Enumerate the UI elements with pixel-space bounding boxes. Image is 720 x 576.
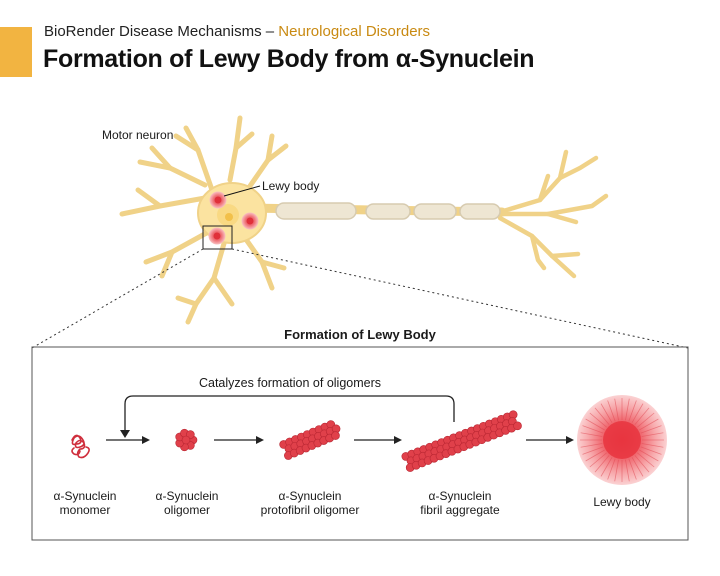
stage-caption-protofibril: α-Synuclein protofibril oligomer bbox=[245, 489, 375, 517]
page-title: Formation of Lewy Body from α-Synuclein bbox=[43, 45, 535, 73]
stage-caption-line1: α-Synuclein bbox=[278, 489, 342, 503]
catalyze-label: Catalyzes formation of oligomers bbox=[198, 376, 382, 390]
zoom-box bbox=[202, 225, 233, 250]
stage-caption-line2: oligomer bbox=[163, 503, 211, 517]
lewy-body-label: Lewy body bbox=[262, 179, 320, 193]
axon-terminals bbox=[497, 149, 609, 279]
stage-caption-monomer: α-Synuclein monomer bbox=[30, 489, 140, 517]
stage-caption-oligomer: α-Synuclein oligomer bbox=[132, 489, 242, 517]
catalyze-arrow bbox=[124, 395, 455, 432]
header-source: BioRender Disease Mechanisms – Neurologi… bbox=[44, 23, 430, 40]
mechanism-panel bbox=[31, 346, 689, 541]
motor-neuron bbox=[119, 115, 609, 325]
stage-caption-line2: monomer bbox=[59, 503, 111, 517]
stage-caption-line1: α-Synuclein bbox=[53, 489, 117, 503]
oligomer-glyph bbox=[175, 428, 198, 452]
stage-caption-line1: Lewy body bbox=[593, 495, 651, 509]
myelin-sheaths bbox=[275, 202, 501, 220]
lewy-pointer-line bbox=[223, 185, 261, 197]
nucleolus bbox=[225, 213, 233, 221]
fibril-aggregate-glyph bbox=[401, 410, 522, 472]
stage-caption-line2: protofibril oligomer bbox=[260, 503, 360, 517]
accent-bar bbox=[0, 27, 32, 77]
source-label: BioRender Disease Mechanisms bbox=[44, 23, 262, 40]
stage-caption-line2: fibril aggregate bbox=[420, 503, 500, 517]
panel-title: Formation of Lewy Body bbox=[284, 327, 436, 342]
flow-arrowheads bbox=[142, 436, 574, 444]
catalyze-arrowhead bbox=[120, 430, 130, 438]
category-label: Neurological Disorders bbox=[278, 23, 431, 40]
protofibril-glyph bbox=[279, 420, 341, 460]
neuron-label: Motor neuron bbox=[102, 128, 174, 142]
monomer-glyph bbox=[71, 434, 90, 459]
stage-caption-fibril: α-Synuclein fibril aggregate bbox=[400, 489, 520, 517]
separator: – bbox=[265, 23, 275, 40]
lewy-inclusions bbox=[208, 191, 259, 245]
stage-caption-line1: α-Synuclein bbox=[155, 489, 219, 503]
stage-caption-line1: α-Synuclein bbox=[428, 489, 492, 503]
lewy-body-glyph bbox=[577, 395, 667, 485]
stage-caption-lewy-body: Lewy body bbox=[572, 495, 672, 509]
